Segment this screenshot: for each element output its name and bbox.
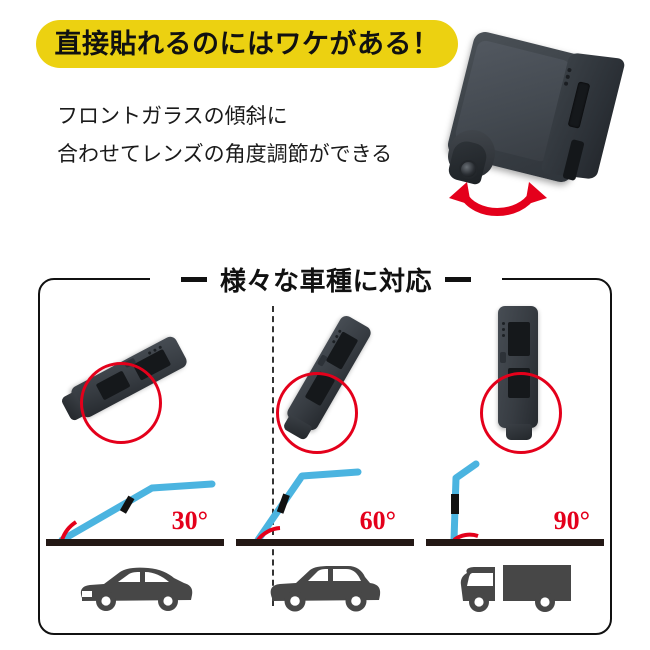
camera-lens-icon — [459, 160, 478, 179]
lead-line-2: 合わせてレンズの角度調節ができる — [57, 143, 393, 166]
compact-car-icon — [270, 566, 381, 612]
panel-30deg: 30° — [40, 292, 274, 632]
lead-line-1: フロントガラスの傾斜に — [57, 105, 288, 128]
device-illustration-60 — [230, 300, 420, 454]
angle-value-60: 60° — [359, 506, 396, 535]
device-illustration-90 — [420, 300, 610, 454]
headline-text: 直接貼れるのにはワケがある！ — [54, 28, 440, 59]
device-indicator-dots — [502, 322, 505, 340]
panel-90deg: 90° — [420, 292, 610, 632]
section-heading-text: 様々な車種に対応 — [219, 265, 432, 296]
angle-value-30: 30° — [171, 506, 208, 535]
ground-line-30 — [46, 539, 224, 546]
column-divider-1 — [272, 306, 274, 606]
comparison-columns: 30° — [40, 292, 610, 632]
device-button — [500, 352, 506, 363]
highlight-circle-90 — [480, 372, 562, 454]
rotation-arrow-icon — [449, 182, 547, 216]
sedan-car-icon — [80, 567, 193, 611]
device-illustration-30 — [40, 300, 230, 450]
angle-diagram-30: 30° — [40, 436, 230, 546]
vehicle-icon-90 — [420, 548, 610, 626]
hero-product-image — [444, 29, 650, 228]
angle-diagram-90: 90° — [420, 436, 610, 546]
highlight-circle-30 — [80, 362, 162, 444]
angle-diagram-60: 60° — [230, 436, 420, 546]
lead-copy: フロントガラスの傾斜に 合わせてレンズの角度調節ができる — [57, 98, 392, 174]
windshield-profile-60 — [254, 468, 362, 544]
vehicle-icon-60 — [230, 548, 420, 626]
section-heading: 様々な車種に対応 — [150, 258, 502, 300]
highlight-circle-60 — [276, 372, 358, 454]
heading-background-mask — [150, 268, 502, 292]
angle-value-90: 90° — [553, 506, 590, 535]
box-truck-icon — [460, 565, 571, 612]
panel-60deg: 60° — [230, 292, 420, 632]
ground-line-90 — [426, 539, 604, 546]
device-slot-upper — [508, 322, 530, 356]
ground-line-60 — [236, 539, 414, 546]
device-slot-upper — [325, 331, 359, 370]
heading-dash-right — [445, 276, 471, 282]
vehicle-icon-30 — [40, 548, 230, 626]
headline-banner: 直接貼れるのにはワケがある！ — [36, 20, 458, 68]
heading-dash-left — [180, 276, 207, 282]
